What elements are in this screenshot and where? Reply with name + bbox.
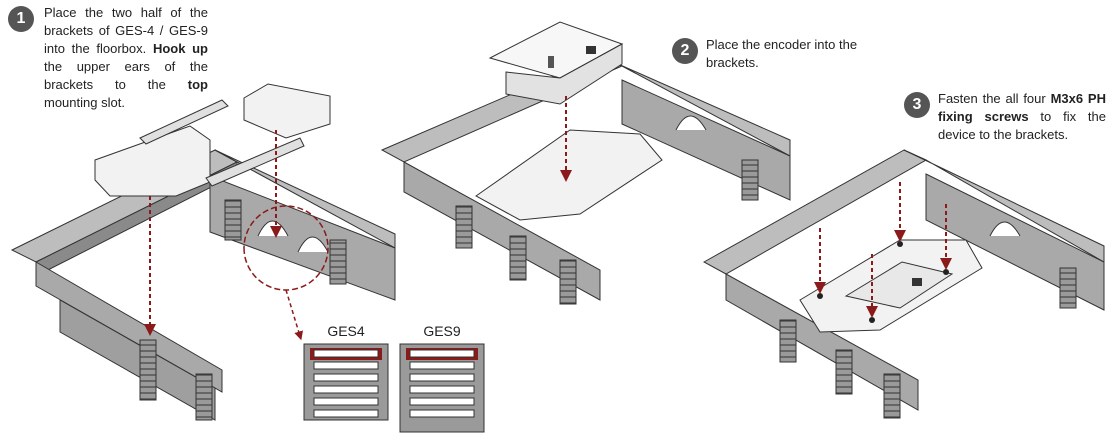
detail-callout-arrow xyxy=(285,289,303,341)
step-1-bold-b: top xyxy=(187,77,208,92)
step-1-text-b: the upper ears of the brackets to the xyxy=(44,59,208,92)
floorbox-3-vent xyxy=(883,373,901,419)
bracket-right-half-ear xyxy=(205,137,305,187)
bracket-assembled xyxy=(475,129,663,221)
encoder-body xyxy=(505,43,623,105)
floorbox-3-vent xyxy=(1059,267,1077,309)
floorbox-3-left-wall xyxy=(725,273,919,411)
bracket-left-half-ear xyxy=(139,99,229,145)
encoder-component xyxy=(548,56,554,68)
floorbox-1-right-wall xyxy=(209,175,396,301)
step-3-bold-a: M3x6 PH fixing screws xyxy=(938,91,1106,124)
mounting-slot xyxy=(409,385,475,394)
slot-diagram-label: GES4 xyxy=(327,323,365,339)
mounting-slot xyxy=(313,409,379,418)
step-3-text-a: Fasten the all four xyxy=(938,91,1046,106)
step-number-badge: 2 xyxy=(672,38,698,64)
encoder-component xyxy=(586,46,596,54)
floorbox-2-vent xyxy=(559,259,577,305)
bracket-left-half xyxy=(94,125,211,197)
floorbox-2 xyxy=(380,21,791,305)
step-1-text-c: mounting slot. xyxy=(44,95,125,110)
fixing-screw xyxy=(817,293,823,299)
step-2-text: Place the encoder into the brackets. xyxy=(706,37,858,70)
mounting-slot xyxy=(409,373,475,382)
step-number-badge: 1 xyxy=(8,6,34,32)
mounting-slot xyxy=(409,409,475,418)
floorbox-2-vent xyxy=(455,205,473,249)
detail-callout-circle xyxy=(243,205,329,291)
bracket-right-half xyxy=(243,83,331,139)
slot-diagram-ges9: GES9 xyxy=(399,323,485,433)
floorbox-1-front-wall xyxy=(35,261,223,393)
mounting-slot xyxy=(313,373,379,382)
step-number-badge: 3 xyxy=(904,92,930,118)
encoder-component xyxy=(912,278,922,286)
floorbox-2-arch xyxy=(675,115,707,131)
floorbox-1 xyxy=(10,83,396,421)
mounting-slot xyxy=(313,361,379,370)
floorbox-2-vent xyxy=(509,235,527,281)
floorbox-1-vent xyxy=(329,239,347,285)
floorbox-1-vent xyxy=(139,339,157,401)
floorbox-2-vent xyxy=(741,159,759,201)
mounting-slot xyxy=(409,349,475,358)
floorbox-1-arch xyxy=(297,236,329,253)
floorbox-1-front-wall-base xyxy=(59,299,216,421)
floorbox-3-vent xyxy=(835,349,853,395)
step-1-bold-a: Hook up xyxy=(152,41,208,56)
step-1-text-a: Place the two half of the brackets of GE… xyxy=(44,5,208,56)
mounting-slot xyxy=(313,385,379,394)
floorbox-3-arch xyxy=(989,221,1021,237)
fixing-screw xyxy=(869,317,875,323)
floorbox-2-left-wall xyxy=(403,161,601,301)
mounting-slot xyxy=(409,397,475,406)
mounting-slot xyxy=(313,349,379,358)
floorbox-1-vent xyxy=(195,373,213,421)
step-3-text: Fasten the all four M3x6 PH fixing screw… xyxy=(938,90,1106,144)
floorbox-3-vent xyxy=(779,319,797,363)
fixing-screw xyxy=(897,241,903,247)
slot-diagram-ges4: GES4 xyxy=(303,323,389,421)
floorbox-3 xyxy=(702,149,1105,419)
step-1-text: Place the two half of the brackets of GE… xyxy=(44,4,208,112)
slot-diagram-label: GES9 xyxy=(423,323,461,339)
mounting-slot xyxy=(313,397,379,406)
floorbox-1-vent xyxy=(224,199,242,241)
mounting-slot xyxy=(409,361,475,370)
fixing-screw xyxy=(943,269,949,275)
step-3-text-b: to fix the device to the brackets. xyxy=(938,109,1106,142)
